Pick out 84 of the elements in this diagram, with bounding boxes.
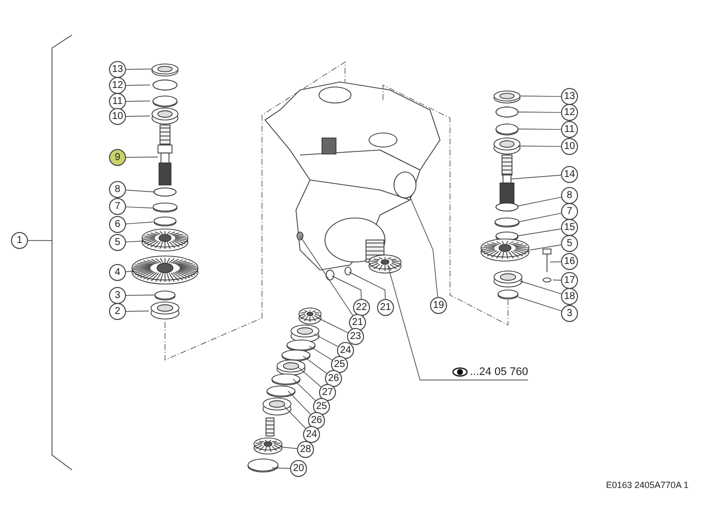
callout-number: 11 [561,121,578,138]
leader-line [552,280,562,281]
callout-number: 25 [313,398,330,415]
callout-number: 12 [109,77,126,94]
leader-line [530,244,562,250]
leader-line [518,196,562,206]
leader-line [288,390,311,415]
leader-line [284,406,306,429]
leader-line [550,261,562,262]
callout-number: 7 [561,203,578,220]
leader-line [332,276,362,300]
callout-number: 22 [353,299,370,316]
leader-line [126,206,152,208]
bracket [52,34,72,470]
callout-number: 28 [297,441,314,458]
leader-line [126,100,150,102]
callout-number: 10 [109,108,126,125]
drawing-code: E0163 2405A770A 1 [606,480,689,490]
leader-line [518,146,562,147]
leader-line [126,68,152,70]
leader-line [308,346,333,360]
callout-number: 15 [561,219,578,236]
callout-number: 23 [347,328,364,345]
callout-number: 14 [561,166,578,183]
callout-number: 24 [337,342,354,359]
callout-number: 1 [11,232,28,249]
leader-line [388,266,528,380]
leader-line [126,222,154,224]
callout-number: 12 [561,104,578,121]
leader-line [302,356,328,374]
callout-number: 4 [109,264,126,281]
callout-number: 6 [109,216,126,233]
leader-line [126,294,156,296]
leader-line [518,112,562,113]
reference-number: ...24 05 760 [470,366,528,378]
callout-number: 13 [109,61,126,78]
leader-line [126,310,150,312]
leader-line [410,196,438,298]
callout-number: 3 [109,287,126,304]
leader-line [518,212,562,222]
callout-number: 26 [308,412,325,429]
leader-line [280,446,298,449]
leader-line [510,174,562,180]
leader-line [520,280,562,294]
leader-line [126,190,156,192]
leader-line [126,240,144,242]
leader-line [126,156,158,158]
leader-line [126,270,134,272]
callout-number: 25 [331,356,348,373]
leader-line [518,296,562,312]
leader-line [520,96,562,97]
callout-number: 3 [561,305,578,322]
callout-number: 8 [109,181,126,198]
callout-number: 20 [290,460,307,477]
leader-line [126,116,150,117]
callout-number: 13 [561,88,578,105]
callout-number: 17 [561,272,578,289]
leader-line [272,468,290,469]
leader-line [318,318,348,334]
callout-number: 21 [377,299,394,316]
callout-number: 27 [319,384,336,401]
leader-line [300,236,354,316]
leader-line [314,334,338,347]
callout-number: 21 [349,314,366,331]
callout-number: 11 [109,93,126,110]
callout-number: 26 [325,370,342,387]
callout-number: 16 [561,253,578,270]
callout-number: 5 [109,234,126,251]
callout-number: 24 [303,426,320,443]
leader-line [348,272,386,300]
callout-number: 19 [430,297,447,314]
leader-line [518,128,562,130]
leader-line [28,240,52,241]
callout-number: 8 [561,187,578,204]
callout-number: 7 [109,198,126,215]
leader-line [292,378,316,401]
callout-number: 9 [109,149,126,166]
callout-number: 18 [561,288,578,305]
callout-number: 2 [109,303,126,320]
callout-number: 5 [561,235,578,252]
leader-line [298,366,322,388]
leader-line [126,84,150,86]
callout-number: 10 [561,138,578,155]
leader-line [516,228,562,236]
